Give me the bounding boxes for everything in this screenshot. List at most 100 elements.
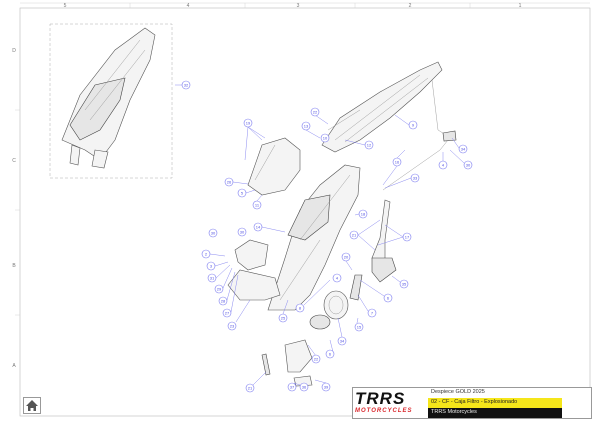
callout: 9 bbox=[408, 120, 418, 130]
callout: 33 bbox=[410, 173, 420, 183]
callout: 17 bbox=[402, 232, 412, 242]
home-icon bbox=[26, 400, 38, 411]
callout: 10 bbox=[320, 133, 330, 143]
callouts: 32 19 22 13 9 12 26 5 11 16 33 34 30 4 1… bbox=[181, 80, 473, 393]
svg-text:30: 30 bbox=[240, 230, 245, 235]
svg-text:23: 23 bbox=[230, 324, 235, 329]
callout: 8 bbox=[295, 303, 305, 313]
svg-text:10: 10 bbox=[323, 136, 328, 141]
rear-fender bbox=[321, 61, 457, 153]
callout: 30 bbox=[208, 228, 218, 238]
svg-text:34: 34 bbox=[340, 339, 345, 344]
callout: 22 bbox=[310, 107, 320, 117]
callout: 15 bbox=[354, 322, 364, 332]
callout: 26 bbox=[224, 177, 234, 187]
home-button[interactable] bbox=[23, 397, 41, 414]
company-name: TRRS Motorcycles bbox=[428, 408, 562, 418]
callout: 12 bbox=[364, 140, 374, 150]
svg-text:30: 30 bbox=[211, 231, 216, 236]
svg-text:9: 9 bbox=[412, 123, 415, 128]
svg-text:7: 7 bbox=[371, 311, 374, 316]
svg-text:26: 26 bbox=[227, 180, 232, 185]
svg-text:17: 17 bbox=[405, 235, 410, 240]
callout: 39 bbox=[321, 382, 331, 392]
callout: 4 bbox=[332, 273, 342, 283]
side-strip bbox=[349, 199, 397, 301]
svg-text:37: 37 bbox=[290, 385, 295, 390]
cable bbox=[382, 139, 449, 191]
callout: 20 bbox=[341, 252, 351, 262]
row-label: B bbox=[12, 263, 16, 269]
callout: 19 bbox=[243, 118, 253, 128]
callout: 21 bbox=[245, 383, 255, 393]
callout: 25 bbox=[278, 313, 288, 323]
callout: 34 bbox=[337, 336, 347, 346]
project-name: Despiece GOLD 2025 bbox=[431, 389, 485, 395]
callout: 32 bbox=[181, 80, 191, 90]
svg-text:21: 21 bbox=[352, 233, 357, 238]
callout: 11 bbox=[252, 200, 262, 210]
svg-text:4: 4 bbox=[336, 276, 339, 281]
svg-text:33: 33 bbox=[413, 176, 418, 181]
callout: 16 bbox=[392, 157, 402, 167]
svg-text:11: 11 bbox=[255, 203, 260, 208]
title-block: TRRS MOTORCYCLES Despiece GOLD 2025 02 -… bbox=[352, 387, 592, 419]
row-label: D bbox=[12, 48, 16, 54]
svg-text:6: 6 bbox=[329, 352, 332, 357]
callout: 3 bbox=[206, 261, 216, 271]
svg-text:22: 22 bbox=[313, 110, 318, 115]
callout: 30 bbox=[237, 227, 247, 237]
svg-text:32: 32 bbox=[184, 83, 189, 88]
callout: 21 bbox=[349, 230, 359, 240]
callout: 4 bbox=[438, 160, 448, 170]
callout: 31 bbox=[207, 273, 217, 283]
callout: 36 bbox=[299, 382, 309, 392]
svg-text:22: 22 bbox=[314, 357, 319, 362]
airbox bbox=[267, 164, 361, 311]
column-label: 1 bbox=[519, 3, 522, 9]
brand-sub: MOTORCYCLES bbox=[355, 408, 413, 414]
callout: 18 bbox=[358, 209, 368, 219]
svg-text:20: 20 bbox=[344, 255, 349, 260]
column-label: 3 bbox=[297, 3, 300, 9]
column-label: 5 bbox=[64, 3, 67, 9]
callout: 35 bbox=[399, 279, 409, 289]
callout: 30 bbox=[463, 160, 473, 170]
svg-text:27: 27 bbox=[225, 311, 230, 316]
svg-text:6: 6 bbox=[387, 296, 390, 301]
callout: 6 bbox=[325, 349, 335, 359]
svg-text:35: 35 bbox=[402, 282, 407, 287]
column-label: 2 bbox=[409, 3, 412, 9]
callout: 7 bbox=[367, 308, 377, 318]
mud-flap bbox=[227, 239, 281, 301]
callout: 37 bbox=[287, 382, 297, 392]
drawing-title: 02 - CF - Caja Filtro - Explosionado bbox=[428, 398, 562, 408]
callout: 28 bbox=[218, 296, 228, 306]
callout: 27 bbox=[222, 308, 232, 318]
svg-text:21: 21 bbox=[248, 386, 253, 391]
svg-text:13: 13 bbox=[304, 124, 309, 129]
callout: 5 bbox=[237, 188, 247, 198]
svg-text:25: 25 bbox=[281, 316, 286, 321]
svg-text:16: 16 bbox=[395, 160, 400, 165]
assembly-inset bbox=[49, 23, 173, 179]
row-label: C bbox=[12, 158, 16, 164]
svg-text:12: 12 bbox=[367, 143, 372, 148]
drawing-frame: 5 4 3 2 1 D C B A bbox=[12, 2, 591, 417]
svg-text:29: 29 bbox=[217, 287, 222, 292]
svg-text:14: 14 bbox=[256, 225, 261, 230]
callout: 6 bbox=[383, 293, 393, 303]
svg-text:39: 39 bbox=[324, 385, 329, 390]
callout: 22 bbox=[311, 354, 321, 364]
svg-text:18: 18 bbox=[361, 212, 366, 217]
svg-text:15: 15 bbox=[357, 325, 362, 330]
callout: 29 bbox=[214, 284, 224, 294]
svg-text:36: 36 bbox=[302, 385, 307, 390]
callout: 14 bbox=[253, 222, 263, 232]
callout: 13 bbox=[301, 121, 311, 131]
row-label: A bbox=[12, 363, 16, 369]
svg-text:2: 2 bbox=[205, 252, 208, 257]
leader-lines bbox=[175, 84, 465, 386]
svg-text:5: 5 bbox=[241, 191, 244, 196]
